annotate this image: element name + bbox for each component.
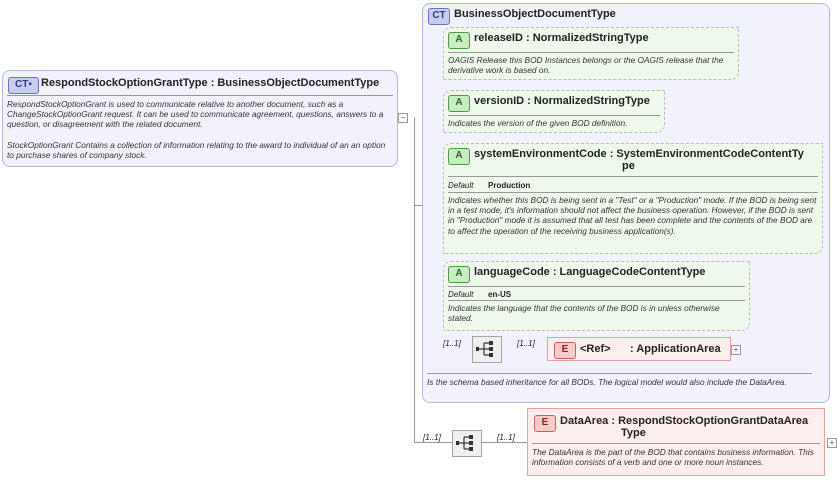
- element-title-wrap: Type: [621, 427, 646, 439]
- minus-icon[interactable]: −: [398, 113, 408, 123]
- default-label: Default: [448, 181, 474, 190]
- connector-trunk: [414, 117, 415, 443]
- element-multiplicity: [1..1]: [497, 433, 515, 442]
- sequence-multiplicity: [1..1]: [443, 339, 461, 348]
- main-type-divider: [7, 95, 393, 96]
- attribute-divider-2: [448, 192, 818, 193]
- complex-type-icon: CT: [428, 8, 450, 25]
- attribute-icon: A: [448, 32, 470, 49]
- element-multiplicity: [1..1]: [517, 339, 535, 348]
- attribute-divider: [448, 52, 734, 53]
- attribute-description: Indicates the version of the given BOD d…: [448, 118, 628, 128]
- attribute-icon: A: [448, 148, 470, 165]
- sequence-icon[interactable]: [452, 430, 482, 457]
- element-icon: E: [534, 415, 556, 432]
- main-type-description-2: StockOptionGrant Contains a collection o…: [7, 140, 386, 161]
- element-description: The DataArea is the part of the BOD that…: [532, 447, 814, 468]
- element-application-area[interactable]: E <Ref> : ApplicationArea: [547, 337, 731, 361]
- plus-icon[interactable]: +: [731, 345, 741, 355]
- attribute-divider: [448, 176, 818, 177]
- connector-to-base: [414, 205, 422, 206]
- element-ref: <Ref>: [580, 343, 611, 355]
- attribute-title-wrap: pe: [622, 160, 635, 172]
- connector-to-data-seq: [414, 442, 452, 443]
- attribute-system-environment-code[interactable]: A systemEnvironmentCode : SystemEnvironm…: [443, 143, 823, 254]
- sequence-icon-graphic: [456, 435, 473, 451]
- sequence-icon[interactable]: [472, 336, 502, 363]
- attribute-language-code[interactable]: A languageCode : LanguageCodeContentType…: [443, 261, 750, 331]
- attribute-icon: A: [448, 266, 470, 283]
- attribute-version-id[interactable]: A versionID : NormalizedStringType Indic…: [443, 90, 665, 133]
- attribute-description: Indicates whether this BOD is being sent…: [448, 195, 817, 236]
- attribute-description: OAGIS Release this BOD Instances belongs…: [448, 55, 724, 76]
- attribute-icon: A: [448, 95, 470, 112]
- attribute-divider-2: [448, 300, 745, 301]
- attribute-title: languageCode : LanguageCodeContentType: [474, 266, 706, 278]
- element-data-area[interactable]: E DataArea : RespondStockOptionGrantData…: [527, 408, 825, 476]
- attribute-divider: [448, 286, 745, 287]
- sequence-icon-graphic: [476, 341, 493, 357]
- plus-icon[interactable]: +: [827, 438, 837, 448]
- default-value: en-US: [488, 290, 512, 299]
- element-title: : ApplicationArea: [630, 343, 721, 355]
- base-type-description: Is the schema based inheritance for all …: [427, 377, 787, 387]
- default-value: Production: [488, 181, 531, 190]
- attribute-description: Indicates the language that the contents…: [448, 303, 720, 324]
- attribute-divider: [448, 115, 660, 116]
- base-type-title: BusinessObjectDocumentType: [454, 8, 616, 20]
- connector-data-seq-out: [481, 442, 527, 443]
- element-divider: [532, 443, 820, 444]
- main-type-card[interactable]: CT▪ RespondStockOptionGrantType : Busine…: [2, 70, 398, 167]
- default-label: Default: [448, 290, 474, 299]
- attribute-title: releaseID : NormalizedStringType: [474, 32, 649, 44]
- base-type-divider: [427, 373, 812, 374]
- main-type-title: RespondStockOptionGrantType : BusinessOb…: [41, 77, 380, 89]
- attribute-title: systemEnvironmentCode : SystemEnvironmen…: [474, 148, 804, 160]
- attribute-release-id[interactable]: A releaseID : NormalizedStringType OAGIS…: [443, 27, 739, 80]
- attribute-title: versionID : NormalizedStringType: [474, 95, 650, 107]
- complex-type-icon: CT▪: [8, 77, 39, 94]
- sequence-multiplicity: [1..1]: [423, 433, 441, 442]
- element-icon: E: [554, 342, 576, 359]
- element-title: DataArea : RespondStockOptionGrantDataAr…: [560, 415, 809, 427]
- main-type-description: RespondStockOptionGrant is used to commu…: [7, 99, 384, 130]
